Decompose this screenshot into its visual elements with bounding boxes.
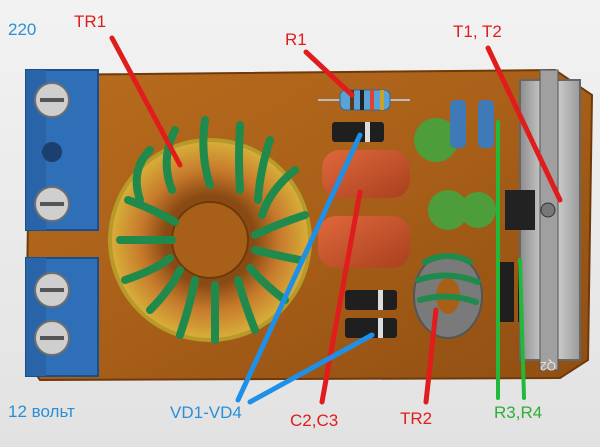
label-vd1-vd4: VD1-VD4 [170, 403, 242, 422]
terminal-block-bottom [25, 257, 99, 377]
label-c2-c3: C2,C3 [290, 411, 339, 430]
annotation-lines [109, 35, 563, 405]
toroid-transformer-tr1 [108, 116, 312, 344]
label-voltage-in: 220 [8, 20, 37, 39]
label-tr1: TR1 [74, 12, 107, 31]
label-voltage-out: 12 вольт [8, 402, 75, 421]
svg-text:Q2: Q2 [540, 359, 556, 373]
capacitors-c2-c3 [318, 150, 410, 268]
diodes-vd1-vd4 [332, 122, 397, 338]
ceramic-capacitors [414, 118, 496, 230]
heatsink-transistors-t1-t2 [505, 69, 581, 371]
label-r3-r4: R3,R4 [494, 403, 543, 422]
label-t1-t2: T1, T2 [453, 22, 502, 41]
terminal-block-top [25, 69, 99, 231]
label-tr2: TR2 [400, 409, 433, 428]
toroid-transformer-tr2 [413, 253, 483, 339]
label-r1: R1 [285, 30, 307, 49]
